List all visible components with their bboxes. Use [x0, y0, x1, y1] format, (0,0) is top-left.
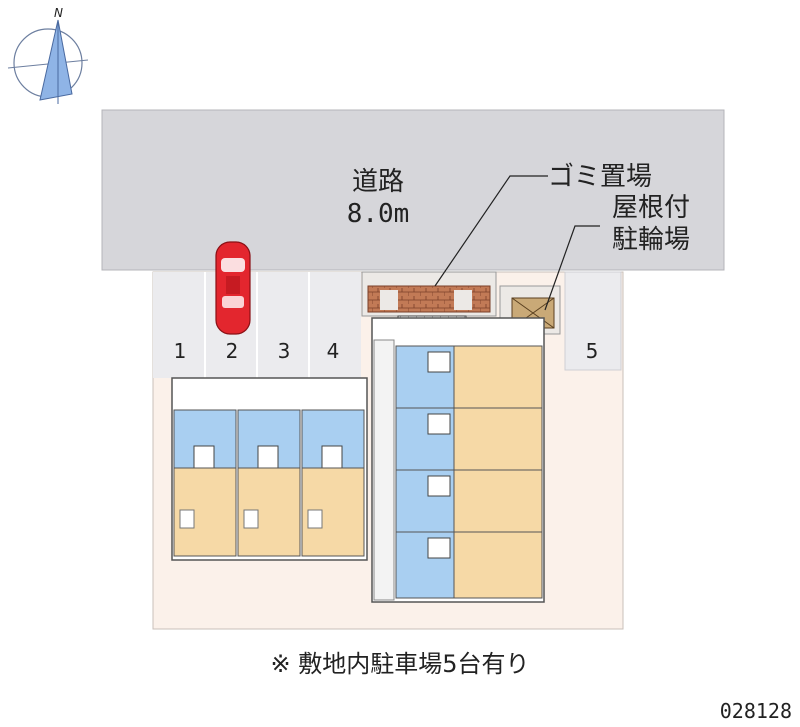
- parking-space-5: 5: [564, 271, 622, 371]
- unit-right-4: [395, 531, 543, 599]
- compass: N: [7, 6, 89, 104]
- compass-north-label: N: [54, 6, 63, 20]
- garbage-label: ゴミ置場: [548, 162, 652, 192]
- parking-space-5-label: 5: [586, 339, 599, 363]
- road-area: [101, 109, 725, 271]
- unit-left-2: [237, 409, 301, 557]
- unit-left-1: [173, 409, 237, 557]
- parking-note: ※ 敷地内駐車場5台有り: [270, 650, 529, 678]
- bike-label-line2: 駐輪場: [612, 225, 690, 255]
- parking-space-2-label: 2: [226, 339, 239, 363]
- building-right: [371, 317, 545, 603]
- bike-label-line1: 屋根付: [612, 193, 690, 223]
- unit-right-3: [395, 469, 543, 533]
- car-icon: [215, 241, 251, 335]
- unit-left-3: [301, 409, 365, 557]
- parking-space-1-label: 1: [174, 339, 187, 363]
- bike-leader-line: [544, 225, 600, 311]
- building-left: [171, 377, 368, 561]
- parking-lot-left: 1 2 3 4: [153, 272, 361, 378]
- garbage-leader-line: [434, 175, 548, 287]
- unit-right-1: [395, 345, 543, 409]
- parking-space-4-label: 4: [327, 339, 340, 363]
- road-name: 道路: [352, 167, 404, 197]
- parking-space-3-label: 3: [278, 339, 291, 363]
- compass-needle-icon: [39, 19, 73, 101]
- unit-right-2: [395, 407, 543, 471]
- road-width: 8.0m: [347, 199, 410, 229]
- property-code: 028128: [720, 699, 792, 723]
